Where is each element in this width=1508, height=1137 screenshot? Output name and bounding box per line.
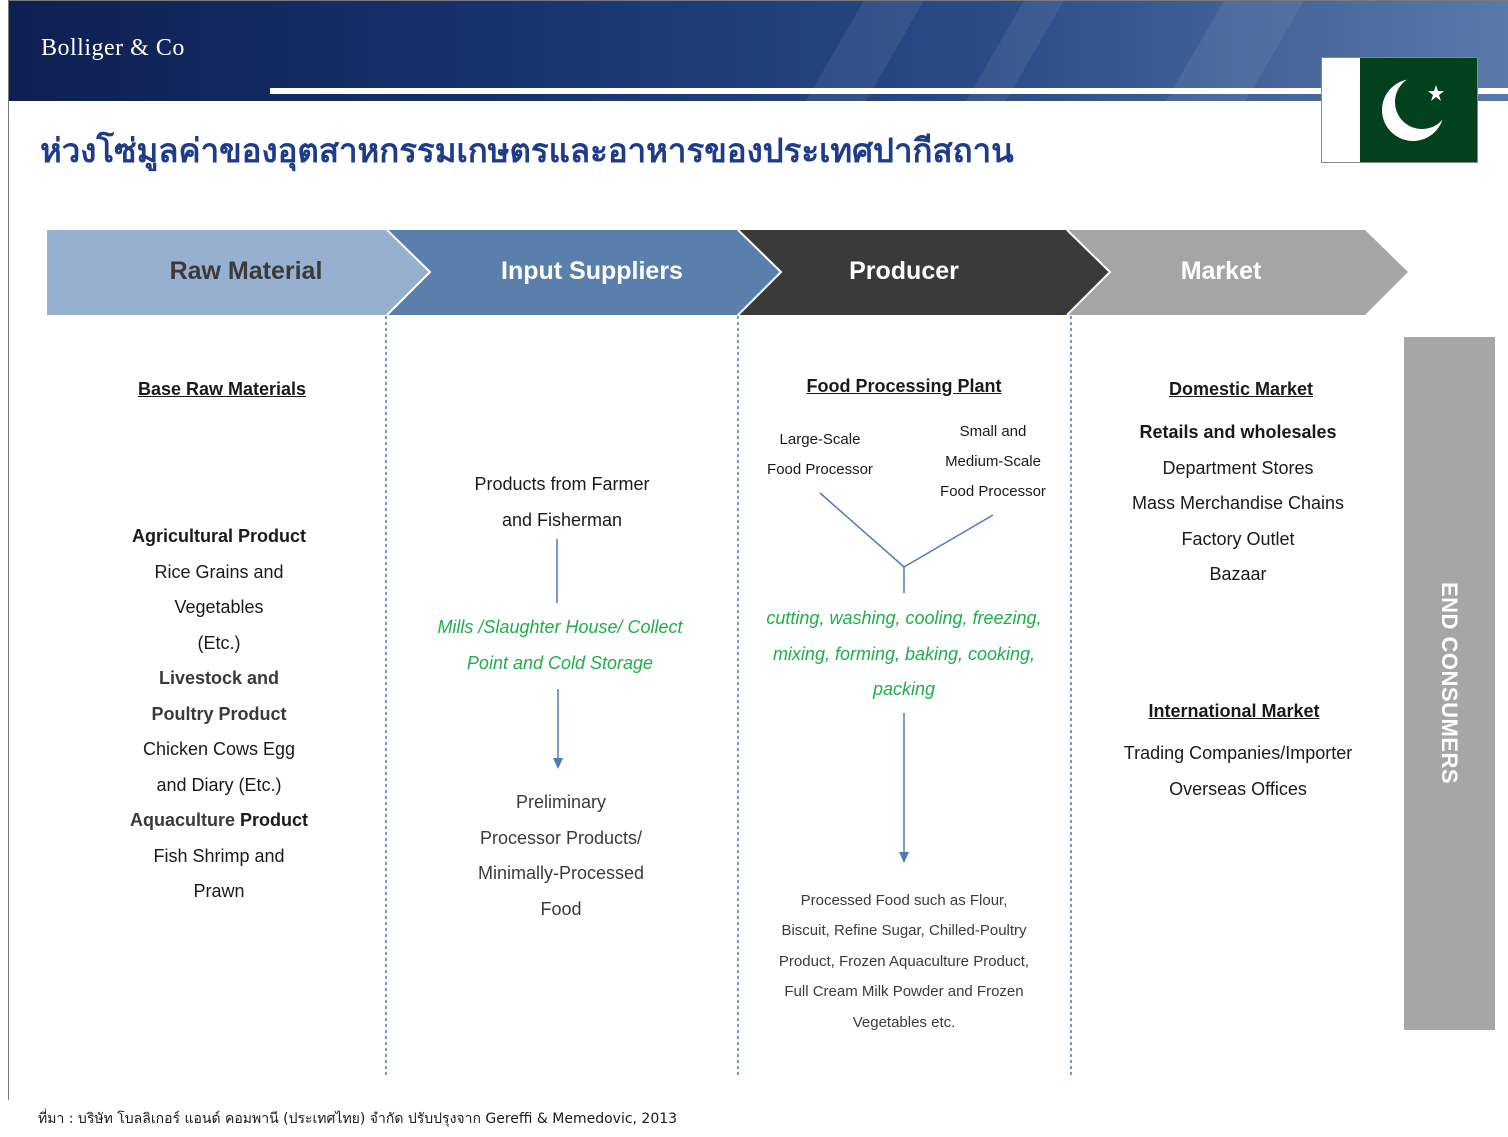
domestic-market-item: Factory Outlet [1181,528,1295,549]
input-output-line: Preliminary [515,792,607,812]
input-process-line: Point and Cold Storage [466,652,654,673]
international-market-item: Overseas Offices [1169,778,1307,799]
input-output-line: Processor Products/ [479,827,643,848]
chevron-raw-material [47,230,430,315]
chevron-producer [738,230,1110,315]
input-output-line: Minimally-Processed [477,863,645,883]
input-process-line: Mills /Slaughter House/ Collect [437,617,683,637]
source-note: ที่มา : บริษัท โบลลิเกอร์ แอนด์ คอมพานี … [38,1111,678,1127]
domestic-market-item: Bazaar [1209,564,1267,584]
input-source: Products from Farmer and Fisherman [420,467,704,538]
crescent-star-icon [1382,75,1449,141]
aquaculture-title-part: Aquaculture [129,810,235,830]
aquaculture-item: Fish Shrimp and [153,845,285,866]
small-processor-line: Food Processor [940,483,1046,500]
raw-material-heading: Base Raw Materials [100,372,344,408]
livestock-title: Poultry Product [151,703,287,724]
livestock-title: Livestock and [158,668,280,688]
stage-label-producer: Producer [849,257,959,285]
domestic-market-item: Department Stores [1162,457,1314,478]
large-processor-line: Large-Scale [779,431,861,448]
producer-heading: Food Processing Plant [760,369,1048,405]
chevron-market [1067,230,1408,315]
header-divider-line [270,88,1508,94]
domestic-market-heading-text: Domestic Market [1168,379,1314,399]
input-output: Preliminary Processor Products/ Minimall… [430,785,692,927]
input-process: Mills /Slaughter House/ Collect Point an… [400,610,720,681]
large-processor: Large-Scale Food Processor [745,425,895,485]
input-arrowhead [553,758,563,769]
input-source-line: and Fisherman [501,509,623,530]
input-output-line: Food [540,898,582,919]
small-processor-line: Medium-Scale [945,453,1041,470]
aquaculture-item: Prawn [193,881,245,901]
chevron-input-suppliers [387,230,781,315]
pakistan-flag [1321,57,1478,163]
producer-output-line: Processed Food such as Flour, [800,892,1008,909]
page-title: ห่วงโซ่มูลค่าของอุตสาหกรรมเกษตรและอาหารข… [40,131,1014,170]
producer-process-line: packing [872,679,936,699]
flag-green-field [1360,58,1477,162]
aquaculture-title: Aquaculture Product [90,803,348,839]
producer-process-line: mixing, forming, baking, cooking, [772,643,1036,664]
input-source-line: Products from Farmer [474,474,650,494]
producer-output: Processed Food such as Flour, Biscuit, R… [745,886,1063,1038]
end-consumers-bar [1404,337,1495,1030]
international-market-item: Trading Companies/Importer [1123,743,1353,763]
international-market-heading: International Market [1096,694,1372,730]
producer-arrowhead [899,852,909,863]
small-processor-branch [903,514,994,568]
header-band: Bolliger & Co [9,1,1508,101]
producer-output-line: Vegetables etc. [852,1013,956,1031]
producer-output-line: Full Cream Milk Powder and Frozen [784,983,1024,1001]
livestock-item: and Diary (Etc.) [156,774,282,795]
end-consumers-label: END CONSUMERS [1437,581,1462,785]
producer-output-line: Product, Frozen Aquaculture Product, [778,952,1030,970]
small-processor: Small and Medium-Scale Food Processor [920,417,1066,507]
domestic-market-list: Retails and wholesales Department Stores… [1100,415,1376,593]
frame-top-border [8,0,1508,1]
producer-output-line: Biscuit, Refine Sugar, Chilled-Poultry [781,922,1027,940]
small-processor-line: Small and [959,423,1027,440]
large-processor-branch [819,492,905,568]
raw-material-heading-text: Base Raw Materials [137,379,307,399]
agricultural-item: Rice Grains and [154,561,284,582]
producer-process-line: cutting, washing, cooling, freezing, [766,608,1042,628]
international-market-list: Trading Companies/Importer Overseas Offi… [1100,736,1376,807]
international-market-heading-text: International Market [1148,701,1320,721]
agricultural-item: Vegetables [174,597,264,617]
agricultural-item: (Etc.) [197,632,241,653]
frame-left-border [8,0,9,1100]
raw-material-list: Agricultural Product Rice Grains and Veg… [90,519,348,910]
aquaculture-title-part: Product [240,810,309,830]
producer-process: cutting, washing, cooling, freezing, mix… [745,601,1063,708]
stage-label-market: Market [1180,257,1262,285]
producer-heading-text: Food Processing Plant [806,376,1002,396]
large-processor-line: Food Processor [767,461,873,478]
domestic-market-heading: Domestic Market [1100,372,1382,408]
domestic-market-item: Mass Merchandise Chains [1131,493,1345,513]
stage-label-input-suppliers: Input Suppliers [501,257,683,285]
company-logo: Bolliger & Co [41,35,185,61]
retail-title: Retails and wholesales [1139,422,1337,442]
stage-label-raw-material: Raw Material [169,257,323,285]
livestock-item: Chicken Cows Egg [142,739,296,759]
agricultural-title: Agricultural Product [131,526,306,546]
